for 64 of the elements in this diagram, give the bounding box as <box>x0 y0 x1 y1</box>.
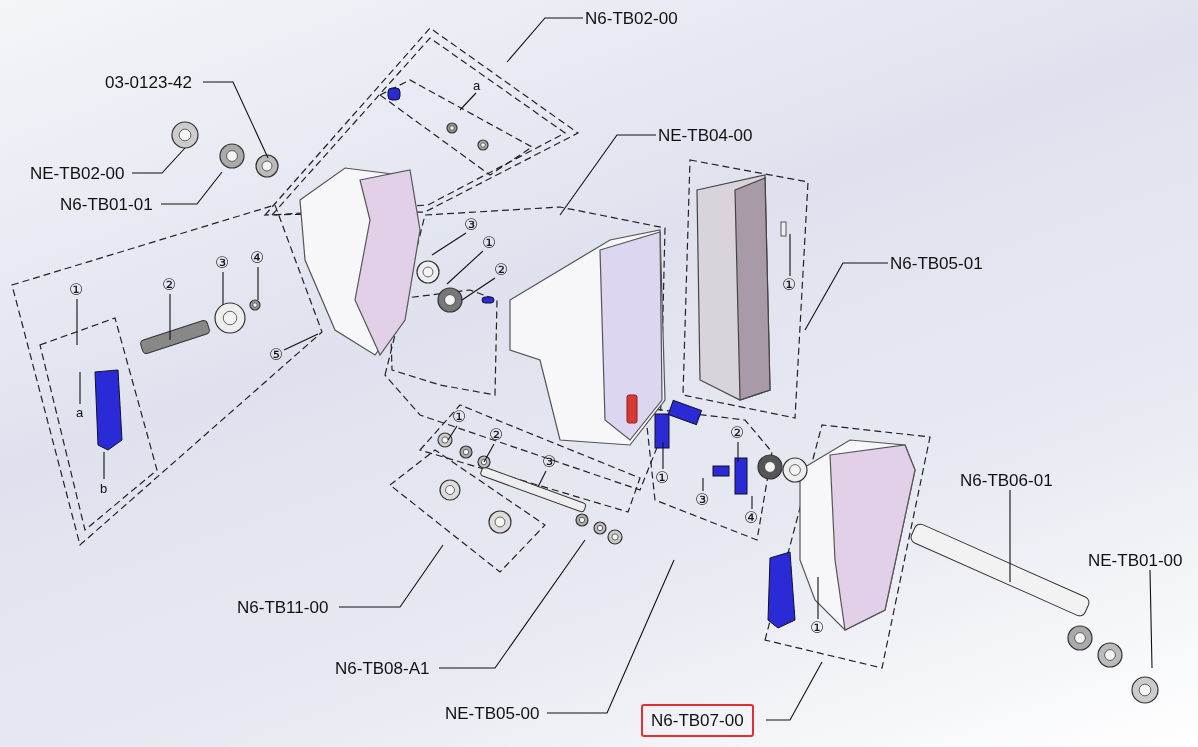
part-number: N6-TB06-01 <box>960 471 1053 489</box>
part-number: N6-TB08-A1 <box>335 659 430 677</box>
leader-line <box>103 451 105 480</box>
part-number: N6-TB11-00 <box>237 598 329 616</box>
part-number: NE-TB04-00 <box>658 126 753 144</box>
part-number: N6-TB07-00 <box>641 703 754 737</box>
leader-line <box>202 81 269 159</box>
leader-line <box>751 495 753 510</box>
leader-line <box>438 539 586 669</box>
part-number: NE-TB05-00 <box>445 704 540 722</box>
part-number: NE-TB01-00 <box>1088 551 1183 569</box>
leader-line <box>131 147 186 174</box>
callout-number: ④ <box>744 510 759 526</box>
leader-line <box>79 371 81 405</box>
callout-letter: a <box>76 405 84 419</box>
leader-line <box>461 277 496 301</box>
callout-number: ① <box>482 235 497 251</box>
callout-number: ② <box>162 277 177 293</box>
callout-number: ② <box>494 262 509 278</box>
leader-line <box>559 134 657 216</box>
leader-line <box>1009 489 1011 583</box>
callout-number: ② <box>489 427 504 443</box>
leader-line <box>765 661 823 721</box>
callout-number: ① <box>69 282 84 298</box>
leader-line <box>446 250 484 285</box>
part-number: NE-TB02-00 <box>30 164 125 182</box>
callout-number: ④ <box>250 250 265 266</box>
callout-letter: a <box>473 78 481 92</box>
leader-line <box>546 559 675 714</box>
callout-number: ① <box>452 409 467 425</box>
part-number: N6-TB05-01 <box>890 254 983 272</box>
leader-line <box>662 441 664 470</box>
leader-line <box>817 576 819 620</box>
leader-line <box>160 171 223 205</box>
callout-number: ① <box>782 277 797 293</box>
part-number: N6-TB02-00 <box>585 9 678 27</box>
leader-line <box>737 441 739 463</box>
leader-line <box>506 17 584 63</box>
leader-line <box>789 233 791 277</box>
callout-number: ⑤ <box>269 347 284 363</box>
leader-line <box>431 232 467 256</box>
leader-line <box>1149 569 1153 669</box>
callout-number: ③ <box>464 217 479 233</box>
leader-line <box>459 92 477 111</box>
leader-line <box>447 425 458 441</box>
part-number: 03-0123-42 <box>105 73 192 91</box>
callout-letter: b <box>100 481 108 495</box>
leader-line <box>257 266 259 301</box>
callout-number: ① <box>655 470 670 486</box>
leader-line <box>76 298 78 346</box>
leader-line <box>702 477 704 492</box>
leader-line <box>483 443 495 463</box>
leader-line <box>804 262 889 331</box>
callout-number: ③ <box>215 255 230 271</box>
callout-number: ③ <box>542 454 557 470</box>
callout-number: ② <box>730 425 745 441</box>
leader-line <box>222 271 224 306</box>
leader-line <box>283 333 319 351</box>
leader-line <box>537 470 547 488</box>
callout-number: ① <box>810 620 825 636</box>
part-number: N6-TB01-01 <box>60 195 153 213</box>
leader-line <box>169 293 171 341</box>
callout-number: ③ <box>695 492 710 508</box>
leader-line <box>338 544 444 608</box>
